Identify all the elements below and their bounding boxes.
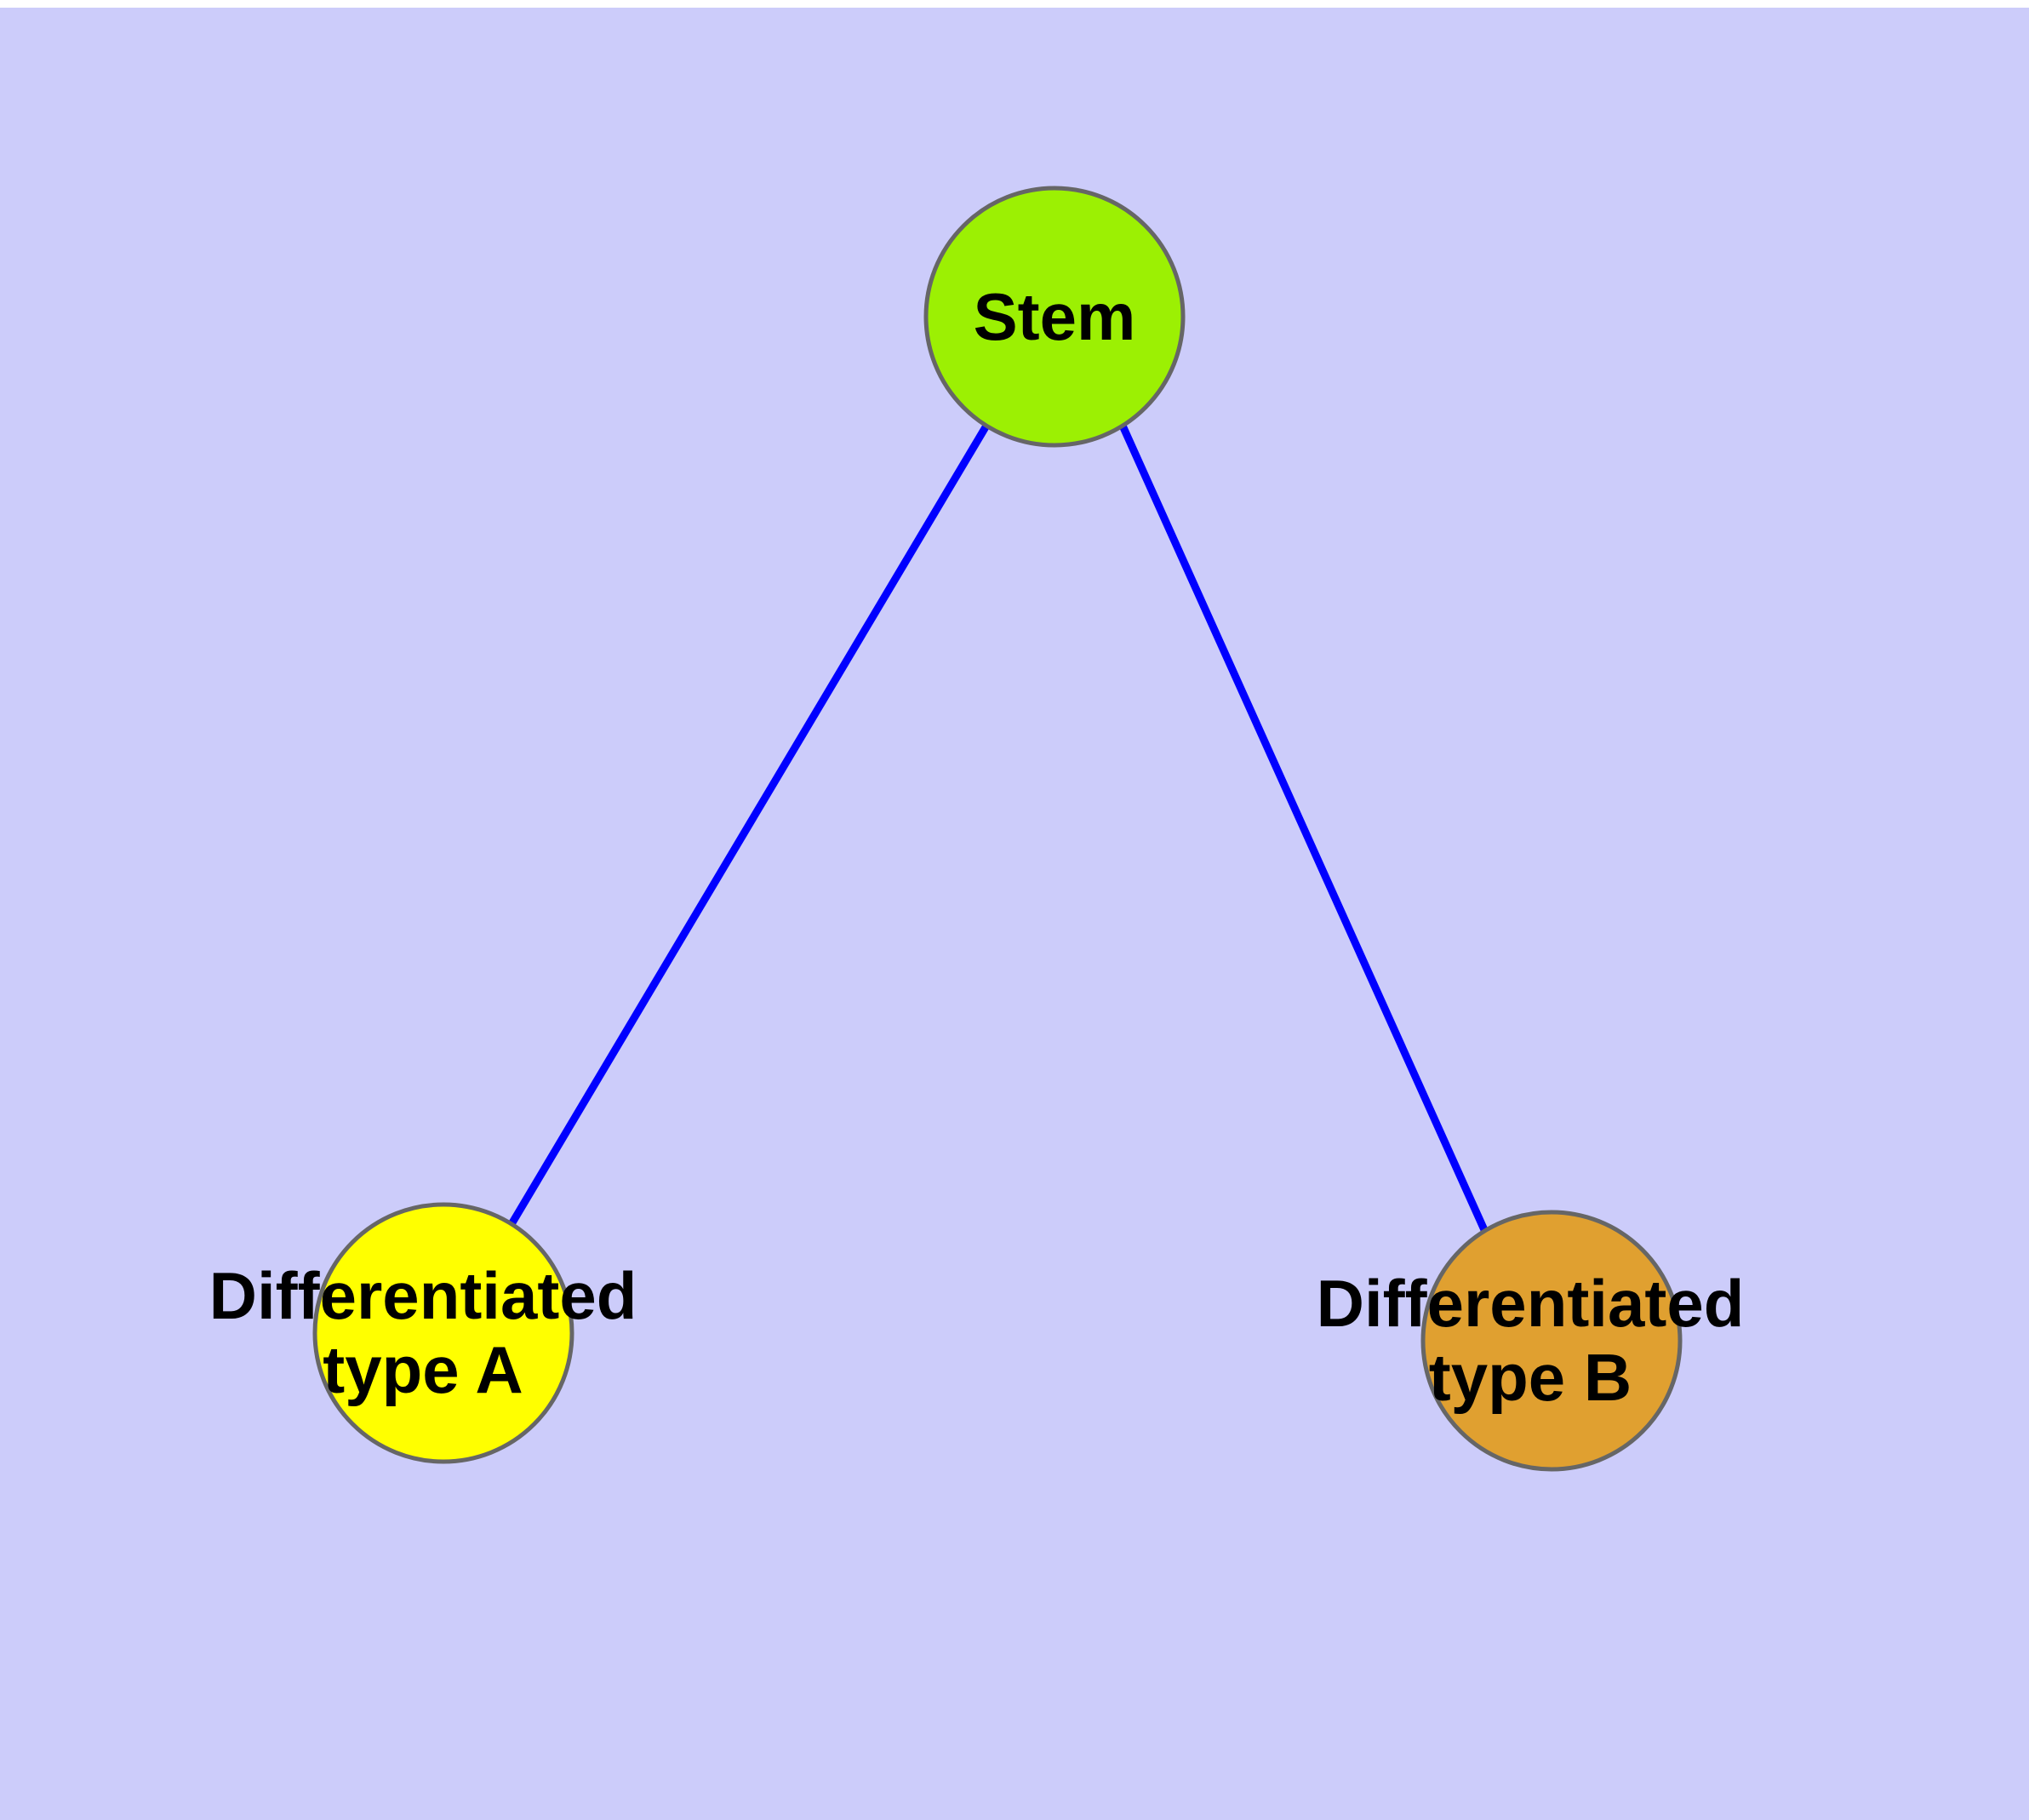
graph-edge-stem-diff_a[interactable] — [508, 423, 990, 1227]
graph-node-diff_b[interactable] — [1420, 1210, 1683, 1472]
graph-edge-stem-diff_b[interactable] — [1118, 424, 1489, 1233]
graph-node-diff_a[interactable] — [312, 1202, 574, 1464]
nodes-layer — [312, 186, 1683, 1472]
edges-layer — [508, 423, 1489, 1233]
graph-node-stem[interactable] — [923, 186, 1186, 448]
